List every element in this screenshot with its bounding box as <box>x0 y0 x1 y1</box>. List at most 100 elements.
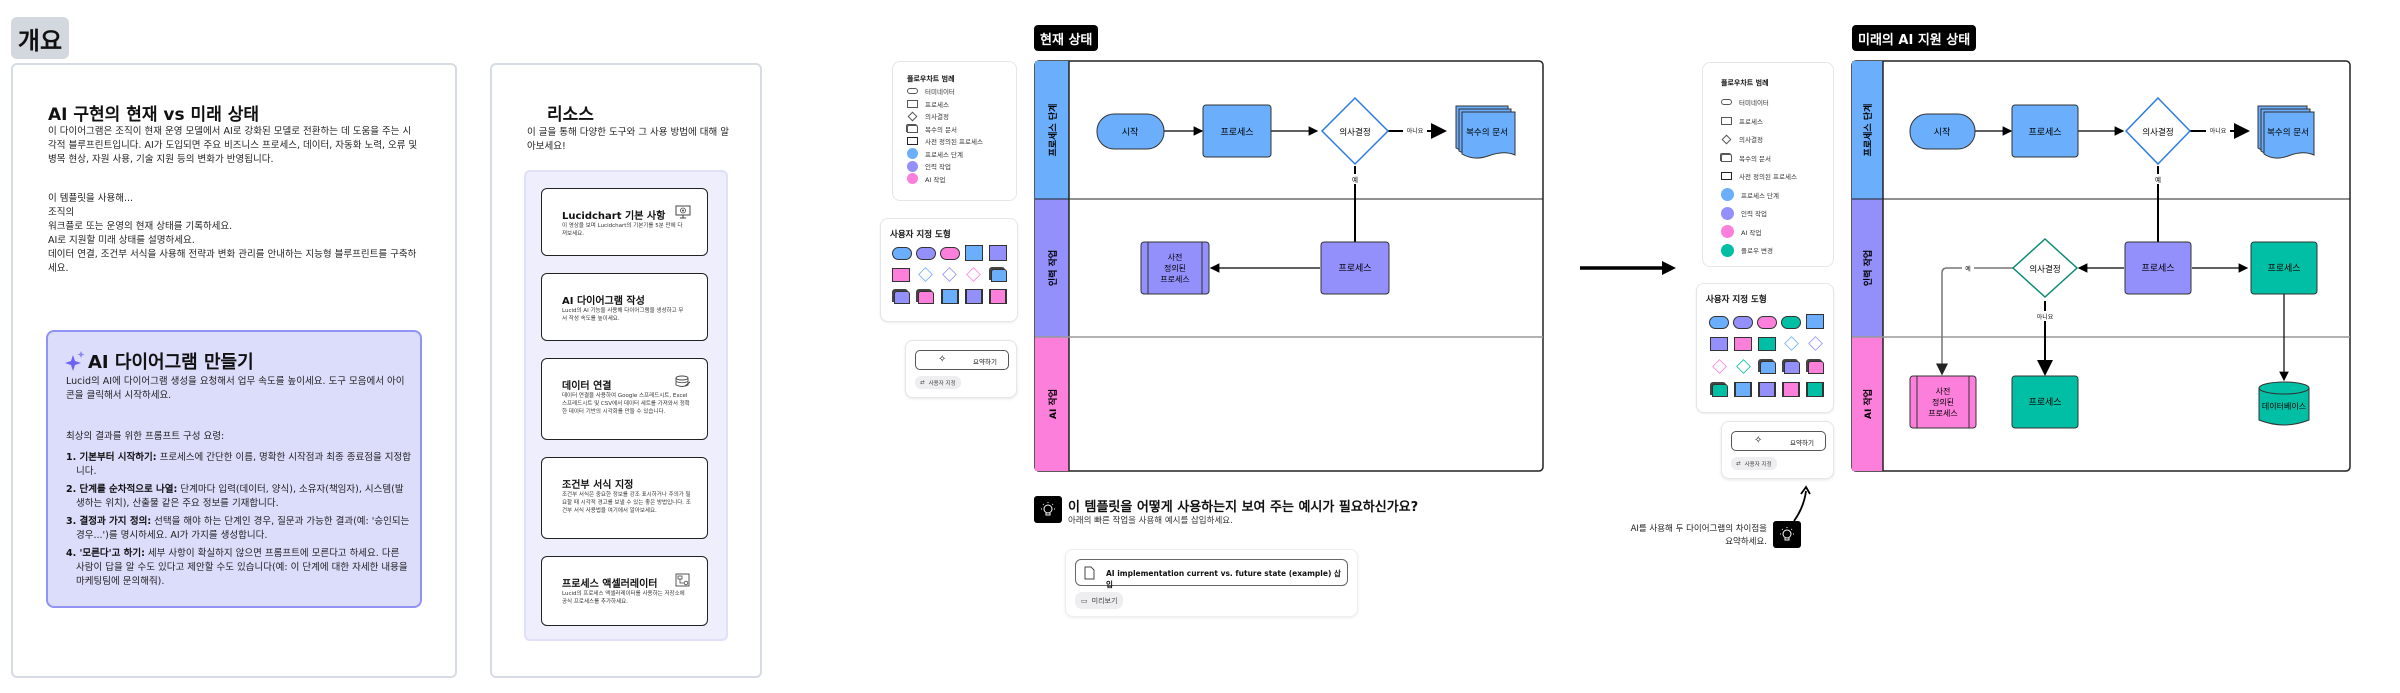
usage-line: 워크플로 또는 운영의 현재 상태를 기록하세요. <box>48 221 233 232</box>
shape-swatch[interactable] <box>1758 337 1776 351</box>
shape-swatch[interactable] <box>1784 336 1799 351</box>
process-node-human[interactable] <box>1320 241 1390 295</box>
summarize-button[interactable]: ✧ 요약하기 <box>915 350 1009 370</box>
shape-swatch[interactable] <box>1806 314 1824 329</box>
sparkle-icon <box>65 351 85 371</box>
blue-dot-icon <box>1721 188 1734 202</box>
process-node-ai[interactable] <box>2011 375 2079 429</box>
preview-chip[interactable]: ▭미리보기 <box>1075 592 1124 609</box>
shape-swatch[interactable] <box>1781 316 1801 329</box>
shape-swatch[interactable] <box>1709 316 1729 329</box>
predefined-process-node[interactable] <box>1140 241 1210 295</box>
shape-swatch[interactable] <box>1760 361 1776 374</box>
node-label: 정의된 <box>1932 397 1954 407</box>
node-label: 프로세스 <box>2028 127 2061 138</box>
start-node[interactable] <box>1096 113 1165 150</box>
legend-item-human-task: 인력 작업 <box>1721 204 1797 223</box>
documents-node[interactable] <box>1455 105 1516 159</box>
edge-label-no: 아니요 <box>1407 127 1424 135</box>
shape-swatch[interactable] <box>1808 361 1824 374</box>
shape-swatch[interactable] <box>1712 384 1728 397</box>
resource-card-data-linking[interactable]: 데이터 연결 데이터 연결을 사용하여 Google 스프레드시트, Excel… <box>541 358 708 440</box>
shape-swatch[interactable] <box>1734 382 1752 397</box>
lane-header-ai-task <box>1035 337 1069 471</box>
shape-swatch[interactable] <box>966 267 981 282</box>
shape-swatch[interactable] <box>965 289 983 304</box>
legend-item-process: 프로세스 <box>1721 112 1797 131</box>
decision-node-2[interactable] <box>2011 237 2079 299</box>
shape-swatch[interactable] <box>918 291 934 304</box>
resource-card-conditional-formatting[interactable]: 조건부 서식 지정 조건부 서식은 중요한 정보를 강조 표시하거나 주의가 필… <box>541 457 708 539</box>
customize-chip[interactable]: ⇄사용자 지정 <box>1731 457 1777 470</box>
shape-swatch[interactable] <box>1712 359 1727 374</box>
decision-node[interactable] <box>1320 96 1390 166</box>
node-label: 사전 <box>1936 386 1951 396</box>
legend-item-decision: 의사결정 <box>907 110 983 123</box>
process-node-human[interactable] <box>2124 241 2192 295</box>
shape-swatch[interactable] <box>940 247 960 260</box>
edge-label-no: 아니요 <box>2210 127 2227 135</box>
resource-card-ai-diagram[interactable]: AI 다이어그램 작성 Lucid의 AI 기능을 사용해 다이어그램을 생성하… <box>541 273 708 341</box>
shape-swatch[interactable] <box>916 247 936 260</box>
ai-note: AI를 사용해 두 다이어그램의 차이점을 요약하세요. <box>1630 524 1767 547</box>
node-label: 데이터베이스 <box>2262 401 2306 411</box>
shape-swatch[interactable] <box>1782 382 1800 397</box>
database-node[interactable] <box>2258 381 2310 426</box>
lane-header-human-task <box>1035 199 1069 337</box>
future-state-diagram: 프로세스 단계 인력 작업 AI 작업 아니요 예 예 아니요 시작 프로세스 … <box>1851 60 2351 472</box>
decision-icon <box>907 111 918 122</box>
shape-swatch[interactable] <box>892 247 912 260</box>
resource-card-title: 프로세스 액셀러레이터 <box>562 579 658 590</box>
shape-swatch[interactable] <box>892 268 910 282</box>
lane-label: 인력 작업 <box>1047 250 1059 286</box>
ai-step: 3. 결정과 가지 정의: 선택을 해야 하는 단계인 경우, 질문과 가능한 … <box>66 516 410 541</box>
shape-swatch[interactable] <box>941 289 959 304</box>
hint-title: 이 템플릿을 어떻게 사용하는지 보여 주는 예시가 필요하신가요? <box>1068 500 1419 515</box>
resource-card-title: 데이터 연결 <box>562 381 612 392</box>
process-node[interactable] <box>2011 104 2079 158</box>
ai-step: 2. 단계를 순차적으로 나열: 단계마다 입력(데이터, 양식), 소유자(책… <box>66 484 404 509</box>
shape-swatch[interactable] <box>918 267 933 282</box>
shape-swatch[interactable] <box>1758 382 1776 397</box>
edge-label-yes: 예 <box>2155 175 2161 184</box>
process-node-flow-change[interactable] <box>2250 241 2318 295</box>
shape-swatch[interactable] <box>1734 337 1752 351</box>
usage-line: 조직의 <box>48 207 75 218</box>
shape-swatch[interactable] <box>1784 361 1800 374</box>
shape-swatch[interactable] <box>1757 316 1777 329</box>
shape-swatch[interactable] <box>1733 316 1753 329</box>
shape-swatch[interactable] <box>942 267 957 282</box>
shape-swatch[interactable] <box>991 269 1007 282</box>
shape-swatch[interactable] <box>989 289 1007 304</box>
decision-node[interactable] <box>2124 96 2192 166</box>
shape-swatch[interactable] <box>894 291 910 304</box>
legend-item-ai-task: AI 작업 <box>1721 223 1797 242</box>
ai-diagram-subtitle: 최상의 결과를 위한 프롬프트 구성 요령: <box>66 431 225 442</box>
start-node[interactable] <box>1909 113 1976 150</box>
summarize-button[interactable]: ✧ 요약하기 <box>1731 431 1826 451</box>
documents-node[interactable] <box>2257 105 2315 159</box>
resource-card-lucidchart-basics[interactable]: Lucidchart 기본 사항 이 영상을 보며 Lucidchart의 기본… <box>541 188 708 256</box>
shape-swatch[interactable] <box>965 245 983 261</box>
predefined-process-icon <box>1721 172 1732 181</box>
shape-swatch[interactable] <box>1710 337 1728 351</box>
ai-step: 4. '모른다'고 하기: 세부 사항이 확실하지 않으면 프롬프트에 모른다고… <box>66 548 408 587</box>
database-link-icon <box>675 375 691 387</box>
shape-swatch[interactable] <box>989 245 1007 261</box>
overview-usage: 이 템플릿을 사용해... 조직의 워크플로 또는 운영의 현재 상태를 기록하… <box>48 192 418 276</box>
process-icon <box>907 99 918 108</box>
insert-example-button[interactable]: AI implementation current vs. future sta… <box>1075 559 1348 589</box>
process-diagram-icon <box>675 573 690 587</box>
resource-card-process-accelerator[interactable]: 프로세스 액셀러레이터 Lucid의 프로세스 액셀러레이터를 사용하는 저장소… <box>541 556 708 626</box>
predefined-process-node[interactable] <box>1909 375 1977 429</box>
shape-swatch[interactable] <box>1736 359 1751 374</box>
future-state-tag: 미래의 AI 지원 상태 <box>1852 25 1977 51</box>
lane-label: AI 작업 <box>1862 389 1874 419</box>
summarize-box-future: ✧ 요약하기 ⇄사용자 지정 <box>1721 421 1834 479</box>
customize-chip[interactable]: ⇄사용자 지정 <box>915 376 961 389</box>
shape-swatches <box>891 245 1011 317</box>
shape-swatch[interactable] <box>1806 382 1824 397</box>
node-label: 복수의 문서 <box>1466 127 1508 138</box>
process-node[interactable] <box>1202 104 1272 158</box>
shape-swatch[interactable] <box>1808 336 1823 351</box>
